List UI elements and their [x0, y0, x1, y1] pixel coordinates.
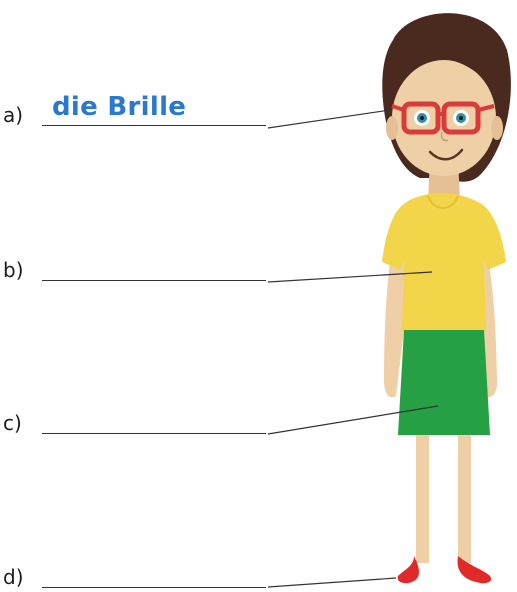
- answer-line-c[interactable]: [42, 433, 266, 434]
- shoes-icon: [397, 556, 419, 584]
- hair-fringe: [392, 37, 499, 95]
- right-shoe: [457, 556, 492, 584]
- row-letter-c: c): [3, 411, 22, 435]
- pointer-line-c: [267, 405, 439, 435]
- glasses-icon: [391, 101, 495, 135]
- t-shirt-icon: [382, 193, 506, 332]
- pointer-line-b: [267, 271, 433, 283]
- answer-line-a[interactable]: [42, 125, 266, 126]
- row-letter-b: b): [3, 258, 24, 282]
- row-letter-d: d): [3, 565, 24, 589]
- right-leg: [458, 435, 471, 563]
- answer-line-b[interactable]: [42, 280, 266, 281]
- answer-row-a: a) die Brille: [0, 90, 280, 130]
- answer-text-a: die Brille: [52, 92, 187, 122]
- answer-row-d: d): [0, 552, 280, 592]
- row-letter-a: a): [3, 103, 24, 127]
- answer-row-b: b): [0, 245, 280, 285]
- answer-row-c: c): [0, 398, 280, 438]
- pointer-line-d: [267, 577, 397, 588]
- pointer-line-a: [267, 109, 391, 129]
- skirt-icon: [398, 330, 490, 435]
- left-leg: [416, 435, 429, 563]
- answer-line-d[interactable]: [42, 587, 266, 588]
- left-arm: [384, 245, 408, 398]
